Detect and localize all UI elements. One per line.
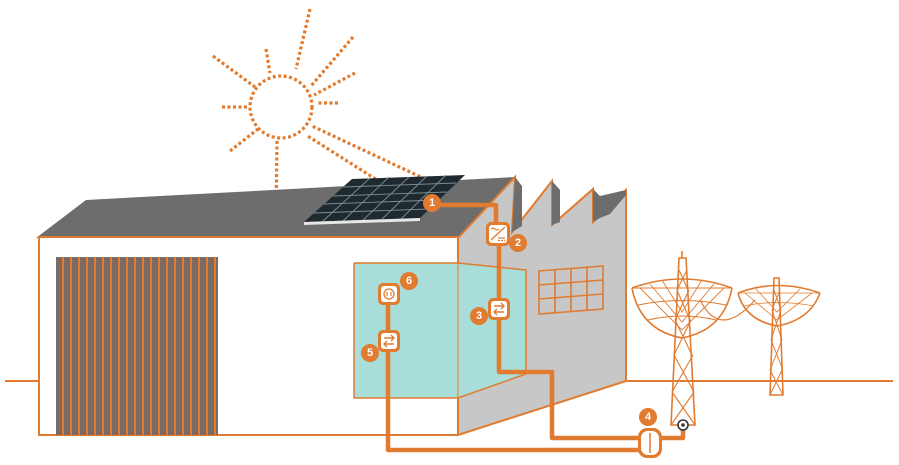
side-window [538, 265, 604, 315]
marker-label: 6 [406, 275, 412, 287]
exchange-arrows-icon [378, 330, 400, 352]
socket-icon [378, 283, 400, 305]
marker-label: 2 [515, 237, 521, 249]
meter-icon [638, 428, 662, 458]
marker-label: 3 [476, 310, 482, 322]
marker-6: 6 [400, 272, 418, 290]
marker-label: 4 [645, 411, 652, 423]
marker-2: 2 [509, 234, 527, 252]
solar-panel-icon [304, 174, 465, 225]
power-pylon-icon [631, 251, 821, 426]
dc-converter-icon [486, 222, 510, 246]
marker-3: 3 [470, 307, 488, 325]
interior-room-side [458, 263, 526, 398]
garage-door [56, 257, 218, 435]
marker-5: 5 [361, 344, 379, 362]
marker-label: 5 [367, 347, 373, 359]
wiring [385, 202, 686, 453]
exchange-arrows-icon [488, 298, 510, 320]
marker-label: 1 [429, 197, 435, 209]
marker-1: 1 [423, 194, 441, 212]
marker-4: 4 [639, 408, 657, 426]
